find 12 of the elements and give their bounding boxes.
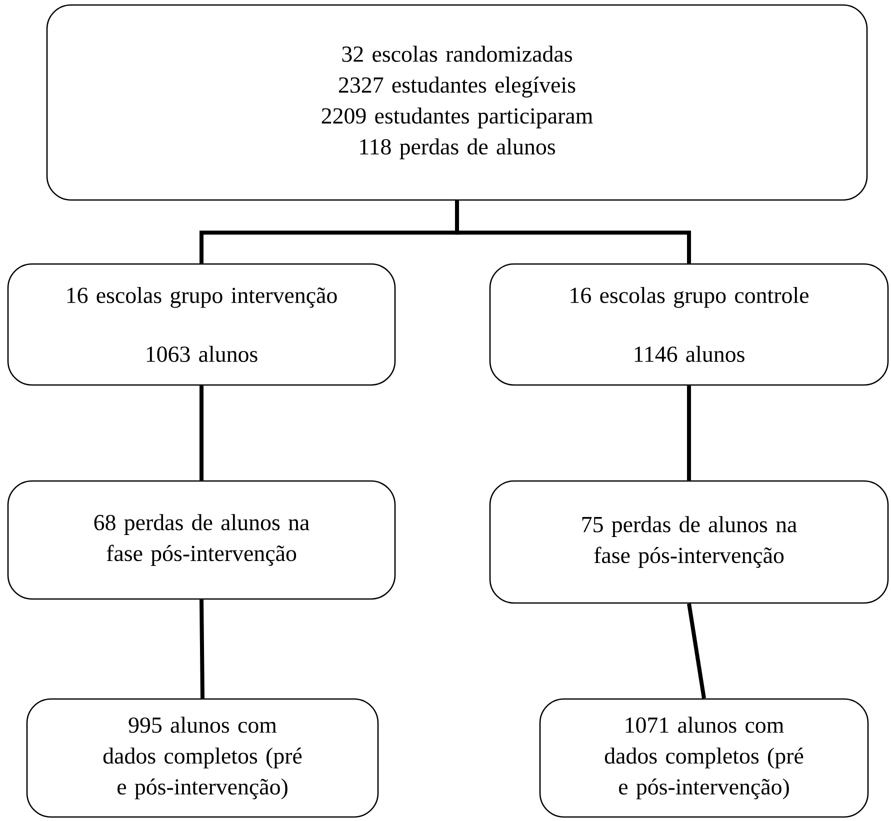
process-box: 16 escolas grupo intervenção 1063 alunos [7, 263, 396, 386]
process-box: 995 alunos com dados completos (pré e pós-intervenção) [26, 698, 379, 818]
connector-line [455, 200, 691, 264]
connector-line [200, 600, 204, 698]
process-box: 68 perdas de alunos na fase pós-intervenção [7, 480, 396, 600]
connector-line [200, 386, 204, 480]
process-box: 75 perdas de alunos na fase pós-intervenção [489, 480, 889, 604]
process-box: 1071 alunos com dados completos (pré e pós-intervenção) [539, 698, 869, 818]
process-box: 16 escolas grupo controle 1146 alunos [489, 263, 889, 386]
connector-line [687, 386, 691, 480]
process-box: 32 escolas randomizadas 2327 estudantes elegíveis 2209 estudantes participaram 118 perdas de alunos [46, 4, 868, 201]
connector-line [687, 603, 706, 699]
